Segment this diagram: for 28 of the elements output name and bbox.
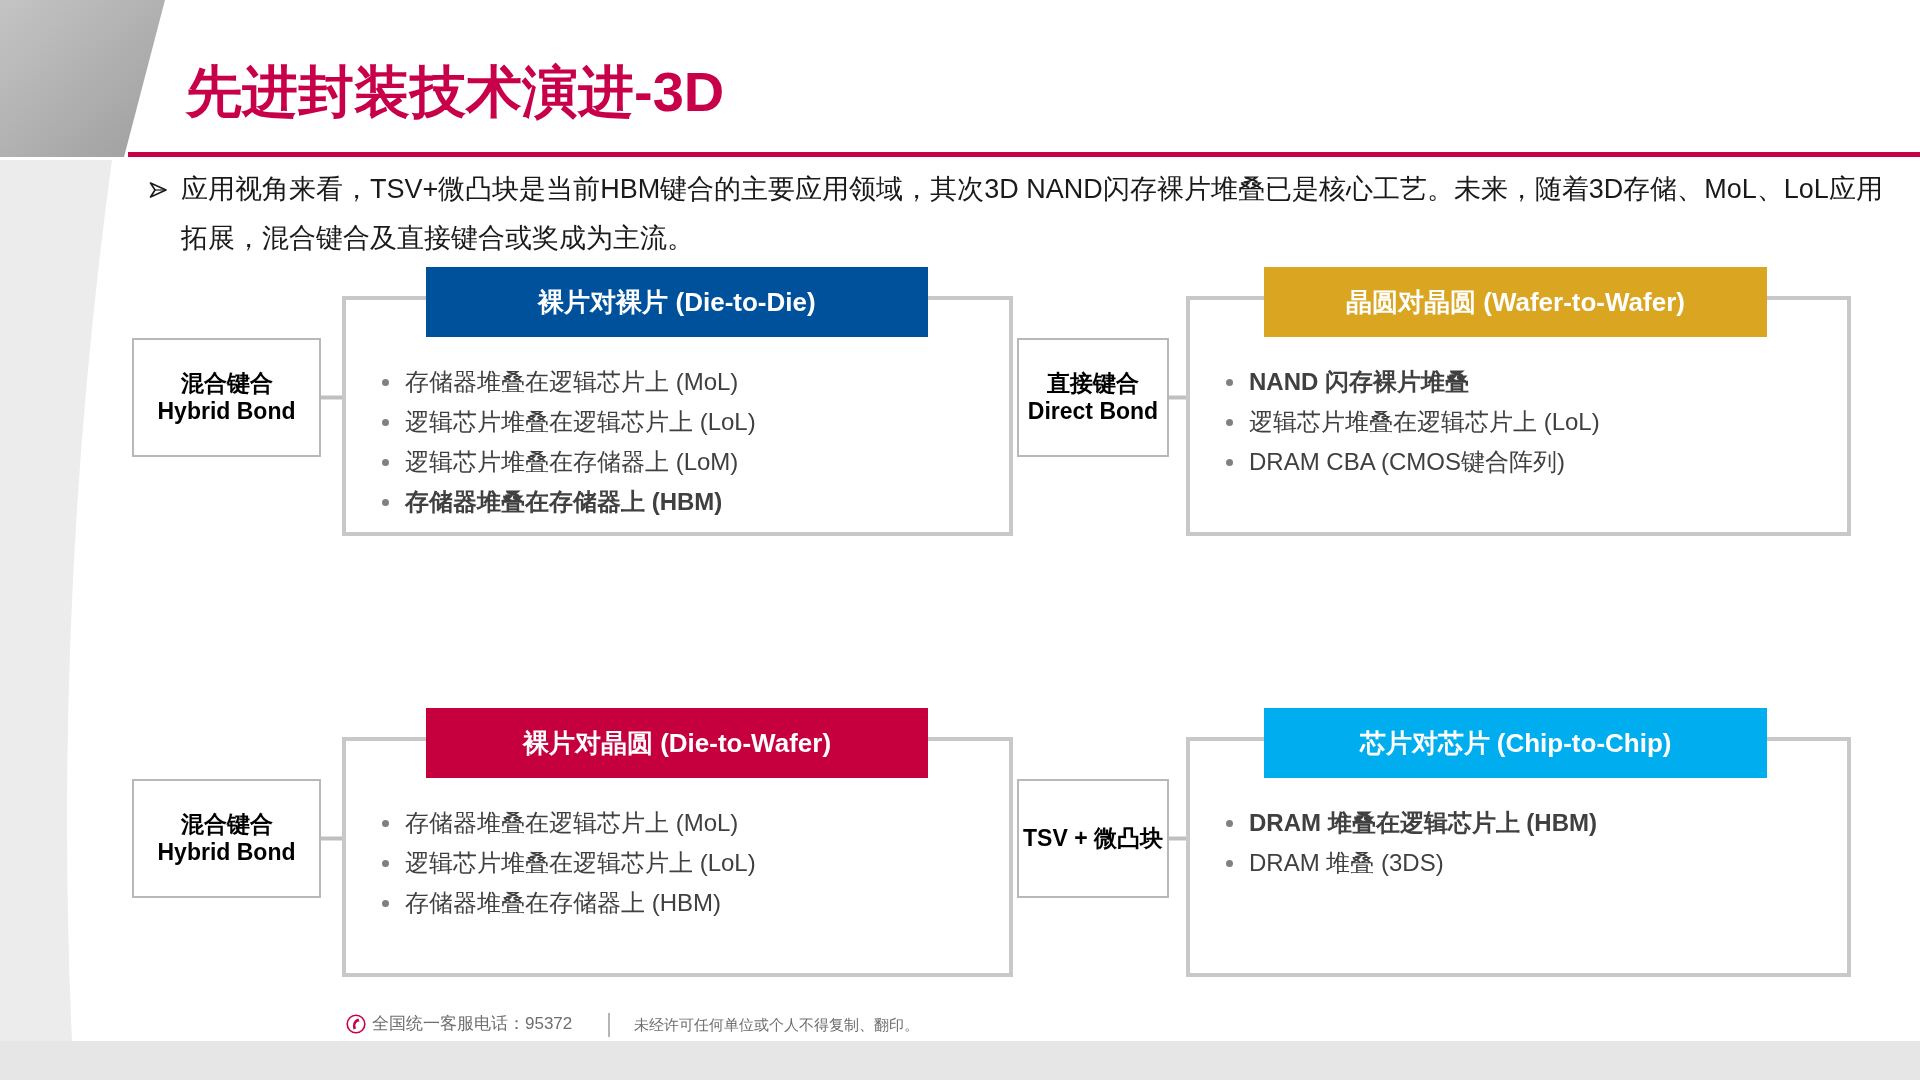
- list-item: DRAM 堆叠 (3DS): [1249, 848, 1444, 878]
- list-item: 逻辑芯片堆叠在逻辑芯片上 (LoL): [405, 848, 756, 878]
- bond-type-box: TSV + 微凸块: [1017, 779, 1169, 898]
- connector-line: [321, 395, 342, 400]
- bond-type-box: 混合键合 Hybrid Bond: [132, 338, 321, 457]
- list-item: 逻辑芯片堆叠在逻辑芯片上 (LoL): [1249, 407, 1600, 437]
- slide-title: 先进封装技术演进-3D: [186, 60, 725, 124]
- copyright-notice: 未经许可任何单位或个人不得复制、翻印。: [634, 1016, 919, 1035]
- heading-banner: 晶圆对晶圆 (Wafer-to-Wafer): [1264, 267, 1767, 337]
- heading-banner: 裸片对裸片 (Die-to-Die): [426, 267, 928, 337]
- list-item: 存储器堆叠在存储器上 (HBM): [405, 487, 723, 517]
- list-item: 存储器堆叠在存储器上 (HBM): [405, 888, 721, 918]
- list-item: 存储器堆叠在逻辑芯片上 (MoL): [405, 808, 739, 838]
- heading-banner: 芯片对芯片 (Chip-to-Chip): [1264, 708, 1767, 778]
- connector-line: [1169, 836, 1186, 841]
- list-item: 逻辑芯片堆叠在逻辑芯片上 (LoL): [405, 407, 756, 437]
- list-item: DRAM CBA (CMOS键合阵列): [1249, 447, 1565, 477]
- heading-banner: 裸片对晶圆 (Die-to-Wafer): [426, 708, 928, 778]
- connector-line: [1169, 395, 1186, 400]
- intro-text: 应用视角来看，TSV+微凸块是当前HBM键合的主要应用领域，其次3D NAND闪存裸片堆叠已是核心工艺。未来，随着3D存储、MoL、LoL应用拓展，混合键合及直接键合或奖成为主流。: [181, 173, 1884, 255]
- bond-type-box: 混合键合 Hybrid Bond: [132, 779, 321, 898]
- list-item: NAND 闪存裸片堆叠: [1249, 367, 1469, 397]
- bond-type-box: 直接键合 Direct Bond: [1017, 338, 1169, 457]
- list-item: DRAM 堆叠在逻辑芯片上 (HBM): [1249, 808, 1597, 838]
- connector-line: [321, 836, 342, 841]
- list-item: 逻辑芯片堆叠在存储器上 (LoM): [405, 447, 739, 477]
- hotline-text: 全国统一客服电话：95372: [372, 1013, 573, 1035]
- list-item: 存储器堆叠在逻辑芯片上 (MoL): [405, 367, 739, 397]
